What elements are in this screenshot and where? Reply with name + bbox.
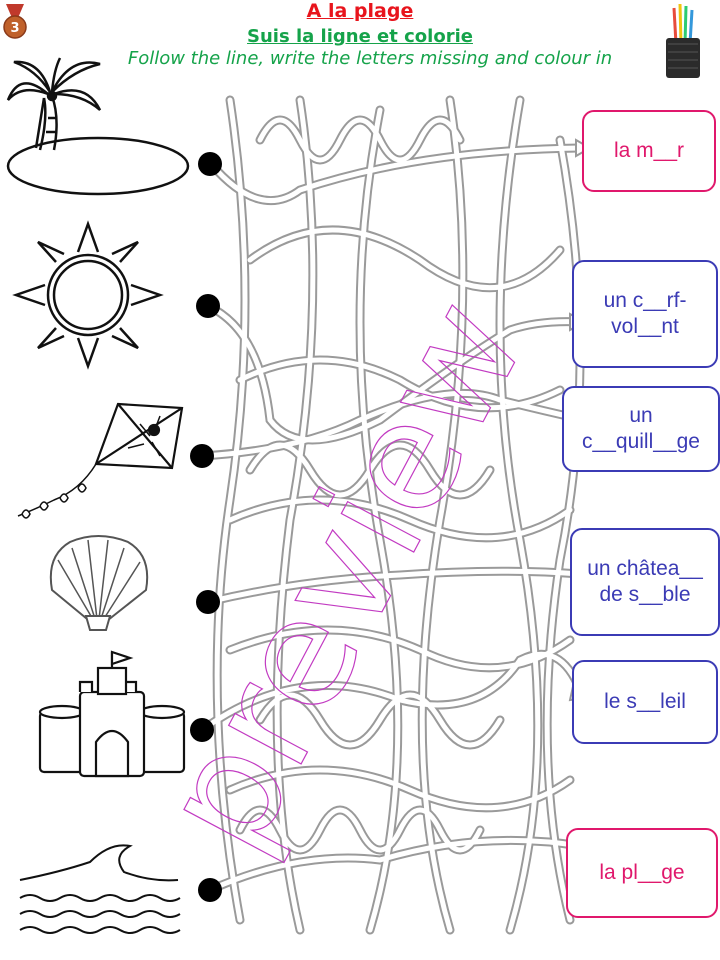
island-palm-icon <box>6 57 190 196</box>
start-dot-shell[interactable] <box>196 590 220 614</box>
start-dots <box>190 152 222 902</box>
kite-icon <box>17 402 184 519</box>
medal-icon: 3 <box>3 4 27 39</box>
answer-box-sun[interactable]: le s__leil <box>572 660 718 744</box>
svg-text:3: 3 <box>10 21 19 36</box>
sun-icon <box>12 220 164 370</box>
pencil-cup-icon <box>666 3 700 78</box>
start-dot-kite[interactable] <box>190 444 214 468</box>
start-dot-beach[interactable] <box>198 878 222 902</box>
answer-text-kite: un c__rf-vol__nt <box>603 289 687 338</box>
answer-text-beach: la pl__ge <box>599 861 685 884</box>
answer-box-kite[interactable]: un c__rf-vol__nt <box>572 260 718 368</box>
maze-tangle <box>197 95 593 935</box>
page-subtitle: Suis la ligne et colorie <box>247 26 473 47</box>
page-title: A la plage <box>306 0 414 22</box>
answer-text-shell: un c__quill__ge <box>582 404 700 453</box>
answer-box-sea[interactable]: la m__r <box>582 110 716 192</box>
answer-box-beach[interactable]: la pl__ge <box>566 828 718 918</box>
seashell-icon <box>49 535 149 631</box>
answer-box-castle[interactable]: un châtea__ de s__ble <box>570 528 720 636</box>
answer-text-sea: la m__r <box>613 139 685 162</box>
start-dot-castle[interactable] <box>190 718 214 742</box>
start-dot-sea[interactable] <box>198 152 222 176</box>
instruction-text: Follow the line, write the letters missi… <box>127 48 613 69</box>
answer-text-castle: un châtea__ de s__ble <box>587 557 703 606</box>
waves-icon <box>19 844 181 934</box>
start-dot-sun[interactable] <box>196 294 220 318</box>
sandcastle-icon <box>38 650 186 778</box>
answer-text-sun: le s__leil <box>604 690 686 713</box>
answer-box-shell[interactable]: un c__quill__ge <box>562 386 720 472</box>
